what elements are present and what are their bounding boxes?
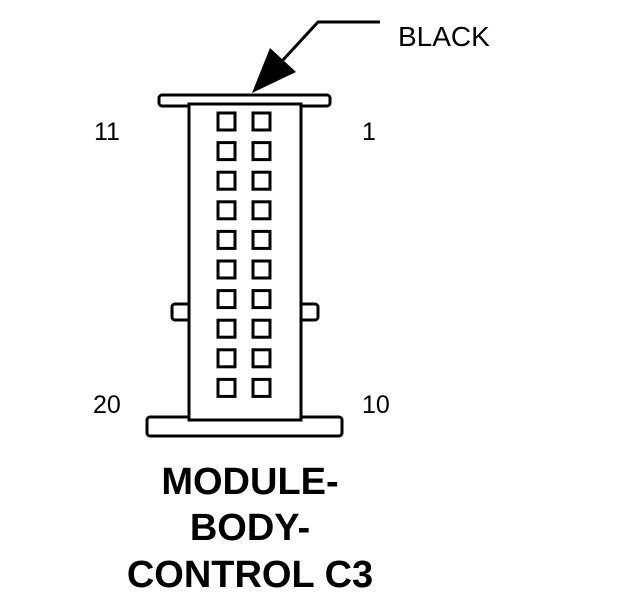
cavity bbox=[216, 200, 237, 221]
connector-title-line-1: MODULE- bbox=[161, 461, 339, 503]
cavity bbox=[216, 170, 237, 191]
cavity bbox=[251, 141, 272, 162]
connector-title-line-3: CONTROL C3 bbox=[126, 554, 374, 596]
cavity bbox=[251, 170, 272, 191]
connector-title-line-2: BODY- bbox=[189, 507, 311, 549]
cavity bbox=[216, 377, 237, 398]
cavity bbox=[216, 348, 237, 369]
cavity bbox=[251, 318, 272, 339]
cavity bbox=[251, 289, 272, 310]
connector-body bbox=[187, 102, 303, 422]
cavity bbox=[216, 141, 237, 162]
cavity bbox=[251, 229, 272, 250]
cavity bbox=[251, 348, 272, 369]
color-label: BLACK bbox=[398, 21, 490, 52]
cavity-grid bbox=[216, 111, 272, 398]
cavity bbox=[216, 289, 237, 310]
cavity bbox=[251, 377, 272, 398]
cavity bbox=[216, 318, 237, 339]
pin-label-11: 11 bbox=[94, 118, 120, 146]
leader-line bbox=[281, 20, 380, 62]
cavity bbox=[251, 111, 272, 132]
cavity bbox=[216, 259, 237, 280]
pin-label-10: 10 bbox=[362, 391, 390, 419]
pin-label-1: 1 bbox=[362, 118, 376, 146]
cavity bbox=[216, 111, 237, 132]
cavity bbox=[216, 229, 237, 250]
cavity bbox=[251, 259, 272, 280]
leader-arrowhead bbox=[252, 48, 296, 93]
cavity bbox=[251, 200, 272, 221]
pin-label-20: 20 bbox=[93, 391, 121, 419]
